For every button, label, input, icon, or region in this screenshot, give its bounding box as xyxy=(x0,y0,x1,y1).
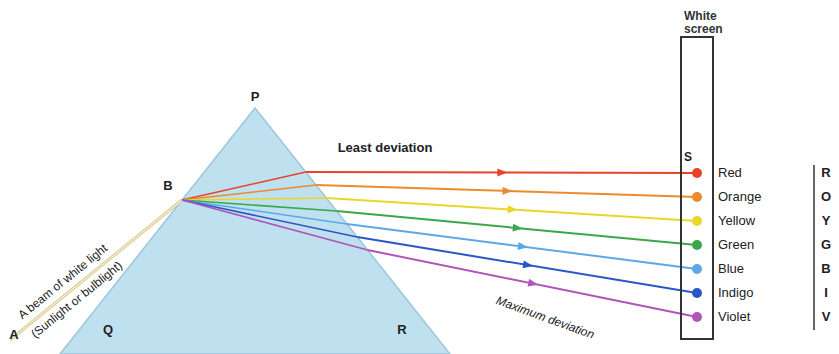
colour-dot xyxy=(692,240,702,250)
colour-dot xyxy=(692,168,702,178)
vertex-label: Q xyxy=(103,323,113,337)
colour-initial: I xyxy=(824,286,828,300)
refracted-ray xyxy=(182,200,368,250)
dispersed-ray xyxy=(326,198,697,221)
colour-name: Violet xyxy=(718,310,750,324)
refracted-ray xyxy=(182,198,326,200)
colour-initial: O xyxy=(821,190,831,204)
colour-name: Blue xyxy=(718,262,744,276)
colour-initial: Y xyxy=(822,214,831,228)
colour-dot xyxy=(692,192,702,202)
point-label: S xyxy=(684,151,692,164)
ray-arrowhead xyxy=(507,205,517,213)
colour-initial: V xyxy=(822,310,831,324)
vertex-label: R xyxy=(397,323,406,337)
ray-arrowhead xyxy=(502,187,512,195)
dispersed-ray xyxy=(316,185,697,197)
point-label: A xyxy=(9,328,18,342)
white-light-beam xyxy=(10,200,182,340)
refracted-ray xyxy=(182,172,306,200)
glass-prism xyxy=(60,108,450,354)
colour-name: Indigo xyxy=(718,286,753,300)
colour-dot xyxy=(692,288,702,298)
colour-name: Yellow xyxy=(718,214,755,228)
colour-dot xyxy=(692,264,702,274)
refracted-ray xyxy=(182,200,347,224)
vertex-label: P xyxy=(251,90,260,104)
ray-arrowhead xyxy=(523,260,534,268)
colour-initial: G xyxy=(821,238,831,252)
ray-arrowhead xyxy=(528,279,539,287)
ray-arrowhead xyxy=(512,224,522,232)
white-light-core xyxy=(10,200,182,340)
ray-arrowhead xyxy=(497,168,507,176)
colour-dot xyxy=(692,312,702,322)
colour-initial: B xyxy=(821,262,830,276)
bracket-line xyxy=(813,165,815,330)
point-label: B xyxy=(163,179,172,193)
white-screen: White screen xyxy=(680,36,714,340)
dispersed-ray xyxy=(347,224,697,269)
colour-dot xyxy=(692,216,702,226)
dispersed-ray xyxy=(337,211,697,245)
refracted-ray xyxy=(182,200,357,237)
dispersed-ray xyxy=(357,237,697,293)
colour-name: Red xyxy=(718,166,742,180)
ray-arrowhead xyxy=(517,242,527,250)
deviation-label: Least deviation xyxy=(338,141,433,155)
screen-heading: White screen xyxy=(684,10,740,36)
colour-initial: R xyxy=(821,166,830,180)
colour-name: Orange xyxy=(718,190,761,204)
deviation-label: Maximum deviation xyxy=(494,294,596,342)
colour-name: Green xyxy=(718,238,754,252)
